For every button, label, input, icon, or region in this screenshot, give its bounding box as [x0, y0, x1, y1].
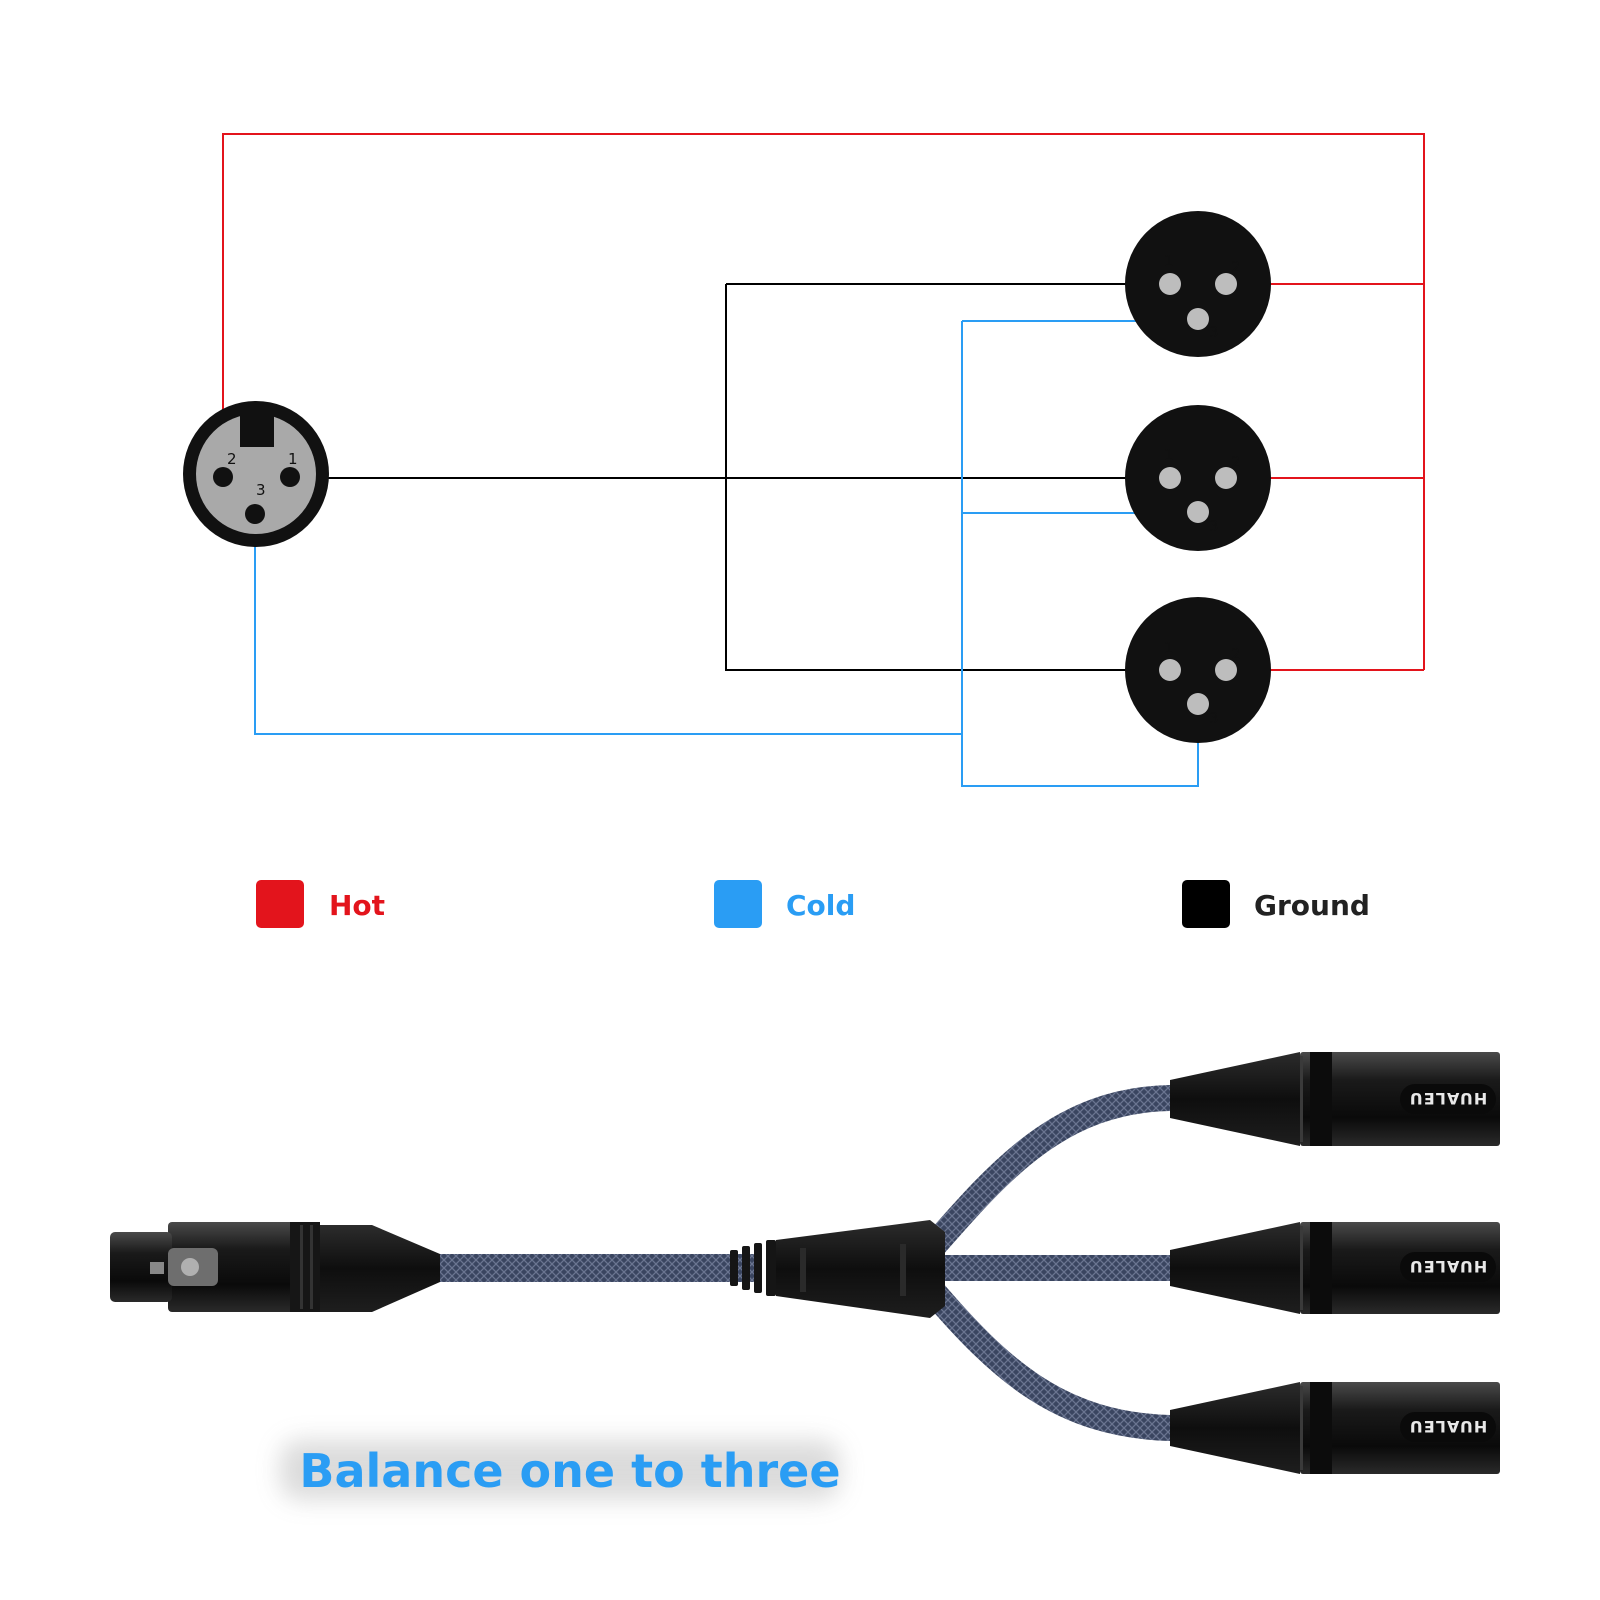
legend-label-hot: Hot — [329, 889, 385, 922]
male3-pin-label-2: 2 — [1231, 645, 1241, 663]
legend-label-cold: Cold — [786, 889, 855, 922]
cold-wire — [254, 320, 1199, 787]
male2-pin-2 — [1215, 467, 1237, 489]
female-pin-3 — [245, 504, 265, 524]
female-pin-label-2: 2 — [227, 450, 237, 468]
male-xlr-connector-3: 1 2 3 — [1125, 597, 1271, 743]
male-xlr-connector-1: 1 2 3 — [1125, 211, 1271, 357]
legend-item-cold: Cold — [714, 880, 855, 928]
caption-text: Balance one to three — [299, 1444, 840, 1498]
male1-pin-3 — [1187, 308, 1209, 330]
legend-swatch-ground — [1182, 880, 1230, 928]
wires — [222, 133, 1425, 787]
male2-pin-label-1: 1 — [1164, 446, 1174, 464]
brand-label-middle: HUALEU — [1409, 1257, 1487, 1276]
male-xlr-plug-middle: HUALEU — [1170, 1222, 1500, 1314]
male-xlr-plug-top: HUALEU — [1170, 1052, 1500, 1146]
female-pin-1 — [280, 467, 300, 487]
male1-pin-label-2: 2 — [1231, 258, 1241, 276]
strain-relief — [730, 1240, 776, 1296]
male2-pin-label-3: 3 — [1209, 517, 1219, 535]
legend-swatch-cold — [714, 880, 762, 928]
female-pin-label-3: 3 — [256, 481, 266, 499]
cable-branch-bottom — [917, 1275, 1183, 1441]
male3-pin-2 — [1215, 659, 1237, 681]
male2-pin-3 — [1187, 501, 1209, 523]
female-xlr-connector: 2 1 3 — [183, 401, 329, 547]
male3-pin-label-1: 1 — [1164, 639, 1174, 657]
caption: Balance one to three — [280, 1440, 841, 1500]
male1-pin-2 — [1215, 273, 1237, 295]
male3-pin-1 — [1159, 659, 1181, 681]
male1-pin-1 — [1159, 273, 1181, 295]
brand-label-top: HUALEU — [1409, 1089, 1487, 1108]
male3-pin-3 — [1187, 693, 1209, 715]
legend-label-ground: Ground — [1254, 889, 1370, 922]
male2-pin-1 — [1159, 467, 1181, 489]
male1-pin-label-1: 1 — [1164, 252, 1174, 270]
cable-main — [430, 1254, 760, 1282]
male2-pin-label-2: 2 — [1231, 453, 1241, 471]
brand-label-bottom: HUALEU — [1409, 1417, 1487, 1436]
female-xlr-plug — [110, 1222, 440, 1312]
cable-illustration: HUALEU HUALEU HUALEU — [110, 1052, 1500, 1474]
male-xlr-plug-bottom: HUALEU — [1170, 1382, 1500, 1474]
hot-wire — [222, 133, 1425, 671]
cable-branch-top — [917, 1085, 1183, 1263]
legend: Hot Cold Ground — [256, 880, 1370, 928]
ground-wire — [290, 283, 1170, 671]
male1-pin-label-3: 3 — [1209, 323, 1219, 341]
female-pin-2 — [213, 467, 233, 487]
legend-item-hot: Hot — [256, 880, 385, 928]
legend-item-ground: Ground — [1182, 880, 1370, 928]
male-xlr-connector-2: 1 2 3 — [1125, 405, 1271, 551]
female-pin-label-1: 1 — [288, 450, 298, 468]
male3-pin-label-3: 3 — [1209, 709, 1219, 727]
legend-swatch-hot — [256, 880, 304, 928]
